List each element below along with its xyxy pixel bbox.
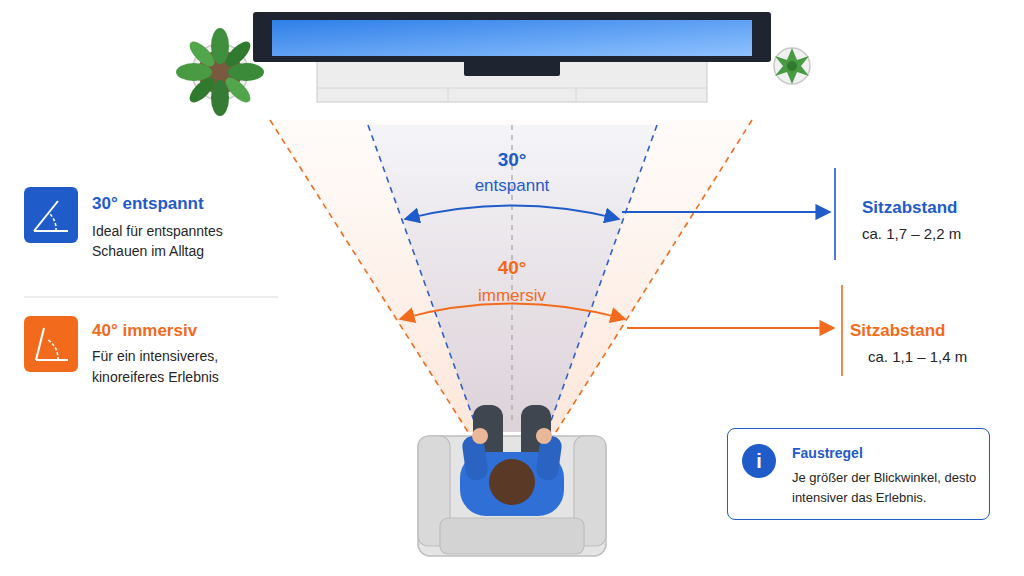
angle-arc	[400, 304, 625, 320]
icon-arc	[50, 214, 56, 231]
separator	[24, 296, 278, 297]
info-letter: i	[742, 449, 776, 473]
icon-line	[36, 328, 44, 360]
distance-value: ca. 1,1 – 1,4 m	[868, 348, 1018, 366]
immersive-icon	[24, 316, 78, 372]
distance-title: Sitzabstand	[850, 321, 1010, 341]
leaf	[211, 80, 229, 116]
leaf	[186, 74, 219, 107]
narrow-cone	[368, 125, 657, 432]
rule-box: Faustregel Je größer der Blickwinkel, des…	[727, 428, 990, 520]
angle-name: entspannt	[432, 176, 592, 196]
succulent	[775, 48, 809, 84]
distance-bar	[834, 168, 836, 260]
chair-back	[440, 518, 584, 554]
hand	[472, 428, 488, 444]
legend-text: Für ein intensiveres, kinoreiferes Erleb…	[92, 346, 267, 388]
console-line	[448, 88, 449, 102]
angle-value: 40°	[442, 257, 582, 280]
armchair	[418, 436, 606, 556]
legend-heading: 40° immersiv	[92, 321, 292, 341]
cone-edge	[368, 125, 478, 432]
pot	[774, 48, 810, 84]
icon-tile	[24, 187, 78, 243]
viewer	[460, 405, 564, 516]
cone-edge	[270, 120, 468, 432]
cone-edge	[547, 125, 657, 432]
succulent-core	[787, 61, 797, 71]
distance-arrow	[622, 211, 830, 213]
head	[489, 459, 535, 505]
leaf	[176, 63, 212, 81]
leaf	[211, 28, 229, 64]
legend-heading: 30° entspannt	[92, 194, 292, 214]
leaf	[222, 38, 255, 71]
leaf	[222, 74, 255, 107]
icon-tile	[24, 316, 78, 372]
plant	[774, 48, 810, 84]
icon-line	[36, 359, 68, 361]
distance-title: Sitzabstand	[862, 198, 1012, 218]
tv-stand	[464, 58, 560, 76]
distance-bar	[841, 285, 843, 376]
icon-line	[34, 230, 68, 232]
distance-value: ca. 1,7 – 2,2 m	[862, 225, 1012, 243]
cone-edge	[556, 120, 752, 432]
plant	[176, 28, 264, 116]
angle-value: 30°	[442, 149, 582, 172]
icon-arc	[48, 340, 58, 360]
icon-line	[34, 201, 58, 231]
console-line	[317, 88, 707, 89]
leaf	[228, 63, 264, 81]
relaxed-icon	[24, 187, 78, 243]
tv	[253, 12, 771, 76]
tv-frame	[253, 12, 771, 62]
rule-heading: Faustregel	[792, 445, 977, 462]
leaf	[186, 38, 219, 71]
rule-text: Je größer der Blickwinkel, desto intensi…	[792, 468, 982, 508]
console-line	[576, 88, 577, 102]
wide-cone	[270, 120, 752, 432]
hand	[536, 428, 552, 444]
legend-text: Ideal für entspanntes Schauen im Alltag	[92, 221, 267, 261]
distance-arrow	[627, 327, 834, 329]
chair-base	[418, 436, 606, 556]
angle-arc	[405, 206, 619, 220]
tv-screen	[272, 20, 752, 56]
info-badge: i	[742, 444, 776, 478]
angle-name: immersiv	[432, 286, 592, 306]
